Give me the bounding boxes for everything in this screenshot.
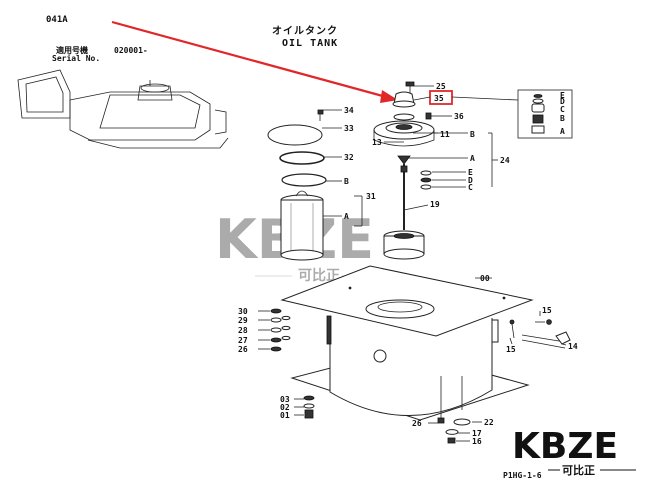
- part-35-callout: 35: [413, 90, 519, 105]
- serial-label-jp: 適用号機: [56, 45, 88, 55]
- part-32-ring: [279, 151, 325, 165]
- inset-box: E D C B A: [517, 89, 573, 139]
- label-35: 35: [434, 94, 444, 103]
- label-a2: A: [470, 154, 475, 163]
- part-33-plate: [267, 124, 323, 146]
- label-34: 34: [344, 106, 354, 115]
- part-34-bolt: [317, 109, 324, 121]
- label-11: 11: [440, 130, 450, 139]
- right-side-parts: [509, 319, 571, 349]
- logo-text: KBZE: [512, 426, 618, 467]
- part-labels: 25 36 34 33 11 13 32 B 31 A 19 B A E D C…: [238, 82, 578, 446]
- part-35-breather: [392, 91, 416, 108]
- label-d1: D: [468, 176, 473, 185]
- label-01: 01: [280, 411, 290, 420]
- part-11-oring: [393, 113, 415, 121]
- part-24-hardware: [397, 155, 432, 230]
- inset-label-c: C: [560, 105, 565, 114]
- part-13-cover: [373, 120, 435, 147]
- label-32: 32: [344, 153, 354, 162]
- label-b1: B: [344, 177, 349, 186]
- label-25: 25: [436, 82, 446, 91]
- label-24: 24: [500, 156, 510, 165]
- bottom-parts: [437, 376, 471, 444]
- inset-label-b: B: [560, 114, 565, 123]
- label-e1: E: [468, 168, 473, 177]
- page-code: 041A: [46, 15, 68, 25]
- part-00-tank: [280, 265, 534, 421]
- label-17: 17: [472, 429, 482, 438]
- inset-label-e: E: [560, 91, 565, 100]
- label-15a: 15: [506, 345, 516, 354]
- label-26-left: 26: [238, 345, 248, 354]
- label-b2: B: [470, 130, 475, 139]
- label-22: 22: [484, 418, 494, 427]
- label-a1: A: [344, 212, 349, 221]
- part-19-strainer: [383, 230, 425, 260]
- label-30: 30: [238, 307, 248, 316]
- label-29: 29: [238, 316, 248, 325]
- label-26: 26: [412, 419, 422, 428]
- label-36: 36: [454, 112, 464, 121]
- label-03: 03: [280, 395, 290, 404]
- label-19: 19: [430, 200, 440, 209]
- title-en: OIL TANK: [282, 38, 338, 49]
- label-33: 33: [344, 124, 354, 133]
- serial-label-en: Serial No.: [52, 53, 100, 63]
- label-00: 00: [480, 274, 490, 283]
- watermark-subtext: 可比正: [298, 267, 340, 284]
- part-31-filter: [280, 173, 327, 261]
- label-14: 14: [568, 342, 578, 351]
- serial-value: 020001-: [114, 46, 148, 55]
- highlight-box: [429, 90, 453, 105]
- title-jp: オイルタンク: [272, 25, 338, 37]
- label-02: 02: [280, 403, 290, 412]
- page-ref: P1HG-1-6: [503, 471, 542, 480]
- leader-lines: [258, 85, 567, 442]
- highlight-arrow: [111, 20, 398, 103]
- kbze-logo: KBZE 可比正: [512, 426, 636, 477]
- label-28: 28: [238, 326, 248, 335]
- excavator-thumbnail: [17, 69, 229, 149]
- left-hardware: [270, 308, 291, 352]
- part-36-bolt: [425, 112, 438, 120]
- label-27: 27: [238, 336, 248, 345]
- inset-label-d: D: [560, 97, 565, 106]
- label-16: 16: [472, 437, 482, 446]
- logo-subtext: 可比正: [562, 463, 595, 477]
- label-31: 31: [366, 192, 376, 201]
- label-15b: 15: [542, 306, 552, 315]
- drain-parts: [303, 395, 315, 419]
- inset-label-a: A: [560, 127, 565, 136]
- label-13: 13: [372, 138, 382, 147]
- label-c1: C: [468, 183, 473, 192]
